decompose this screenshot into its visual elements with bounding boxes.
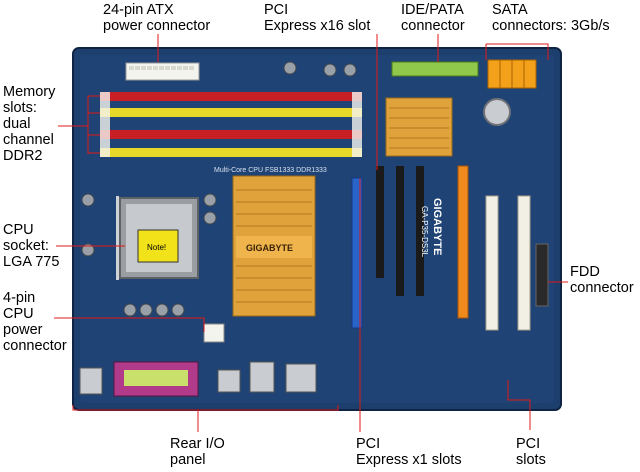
- pci-slot-1: [485, 195, 499, 331]
- label-sata: SATA connectors: 3Gb/s: [492, 2, 610, 34]
- capacitors: [81, 61, 357, 317]
- leader-sata-bracket: [486, 43, 549, 60]
- dimm-silkscreen: Multi-Core CPU FSB1333 DDR1333: [214, 167, 327, 174]
- label-memory: Memory slots: dual channel DDR2: [3, 84, 56, 164]
- label-ide: IDE/PATA connector: [401, 2, 465, 34]
- board-brand: GIGABYTE: [431, 198, 443, 255]
- cpu-power-4pin: [203, 323, 225, 343]
- board-model: GA-P35-DS3L: [420, 206, 429, 258]
- southbridge-heatsink: [385, 97, 453, 157]
- label-pcie1: PCI Express x1 slots: [356, 436, 462, 468]
- pci-slot-2: [517, 195, 531, 331]
- cpu-socket-note: Note!: [147, 243, 166, 252]
- label-pci: PCI slots: [516, 436, 546, 468]
- atx24-pins: [129, 66, 194, 70]
- pcie-x1-slot-2: [396, 166, 404, 296]
- usb-ports: [217, 369, 241, 393]
- motherboard: Multi-Core CPU FSB1333 DDR1333 Note! GIG…: [72, 47, 562, 411]
- dimm-slot-1: [100, 92, 362, 101]
- label-fdd: FDD connector: [570, 264, 634, 296]
- label-cpu-power: 4-pin CPU power connector: [3, 290, 67, 354]
- memory-slots: [100, 92, 362, 157]
- leader-cpu-power: [54, 317, 205, 332]
- pcie-x16-slot: [351, 177, 363, 329]
- pci-slots: [485, 195, 531, 331]
- rear-io-panel: [79, 361, 317, 397]
- label-atx24: 24-pin ATX power connector: [103, 2, 211, 34]
- lan-port: [249, 361, 275, 393]
- ps2-ports: [79, 367, 103, 395]
- label-cpu-socket: CPU socket: LGA 775: [3, 222, 60, 270]
- ide-connector: [391, 61, 479, 77]
- leader-rear-io-bracket: [72, 405, 339, 411]
- dimm-slot-2: [100, 108, 362, 117]
- pcie-x1-slot-3: [416, 166, 424, 296]
- cpu-socket: Note!: [116, 196, 199, 280]
- heatsink-brand: GIGABYTE: [246, 243, 293, 253]
- label-pcie16: PCI Express x16 slot: [264, 2, 371, 34]
- pcie-x16-slot-2: [457, 165, 469, 319]
- dimm-slot-4: [100, 148, 362, 157]
- fdd-connector: [535, 243, 549, 307]
- cmos-battery: [483, 98, 511, 126]
- audio-ports: [285, 363, 317, 393]
- leader-lines: [54, 34, 568, 432]
- dimm-slot-3: [100, 130, 362, 139]
- pcie-x1-slot-1: [376, 166, 384, 278]
- atx24-connector: [125, 62, 200, 81]
- northbridge-heatsink: GIGABYTE: [232, 175, 316, 317]
- sata-connectors: [487, 59, 537, 89]
- leader-pci: [507, 380, 531, 430]
- label-rear-io: Rear I/O panel: [170, 436, 225, 468]
- pcie-slots: [351, 165, 469, 329]
